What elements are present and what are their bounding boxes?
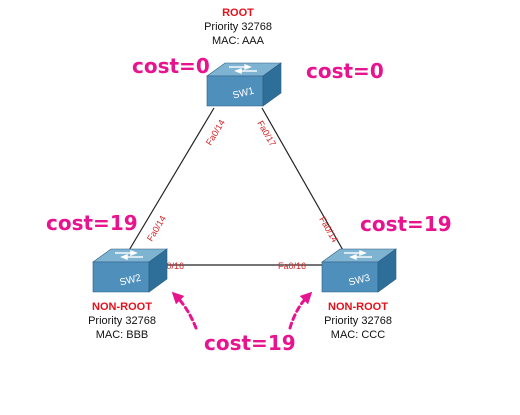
- sw3-priority: Priority 32768: [324, 315, 392, 327]
- link-sw1-sw3: [261, 107, 345, 253]
- switch-name-sw3: SW3: [348, 273, 372, 289]
- sw1-priority: Priority 32768: [204, 21, 272, 33]
- switch-name-sw2: SW2: [119, 273, 143, 289]
- sw2-mac: MAC: BBB: [95, 329, 149, 341]
- sw3-info: NON-ROOT Priority 32768 MAC: CCC: [308, 300, 408, 342]
- curved-arrow-icon: [288, 291, 313, 330]
- cost-label-bottom: cost=19: [204, 331, 296, 355]
- switch-icon: [206, 62, 282, 107]
- cost-label-sw1-left: cost=0: [132, 54, 210, 78]
- switch-name-sw1: SW1: [232, 86, 256, 102]
- switch-sw3: SW3: [321, 248, 397, 293]
- switch-icon: [321, 248, 397, 293]
- port-label-sw3-to-sw2: Fa0/16: [278, 261, 306, 271]
- sw3-mac: MAC: CCC: [330, 329, 386, 341]
- switch-sw2: SW2: [92, 248, 168, 293]
- port-label-sw2-to-sw3: Fa0/16: [156, 261, 184, 271]
- port-label-sw1-to-sw3: Fa0/17: [255, 119, 278, 148]
- sw1-mac: MAC: AAA: [212, 35, 264, 47]
- port-label-sw3-to-sw1: Fa0/14: [317, 215, 340, 244]
- port-label-sw1-to-sw2: Fa0/14: [204, 118, 227, 147]
- cost-label-sw1-right: cost=0: [306, 59, 384, 83]
- cost-label-sw2: cost=19: [46, 211, 138, 235]
- curved-arrow-icon: [171, 291, 198, 330]
- sw3-role: NON-ROOT: [328, 301, 388, 313]
- sw2-info: NON-ROOT Priority 32768 MAC: BBB: [72, 300, 172, 342]
- switch-sw1: SW1: [206, 62, 282, 107]
- sw2-priority: Priority 32768: [88, 315, 156, 327]
- sw1-role: ROOT: [222, 7, 254, 19]
- sw1-info: ROOT Priority 32768 MAC: AAA: [188, 6, 288, 48]
- cost-label-sw3: cost=19: [360, 212, 452, 236]
- sw2-role: NON-ROOT: [92, 301, 152, 313]
- switch-icon: [92, 248, 168, 293]
- link-sw1-sw2: [127, 107, 215, 253]
